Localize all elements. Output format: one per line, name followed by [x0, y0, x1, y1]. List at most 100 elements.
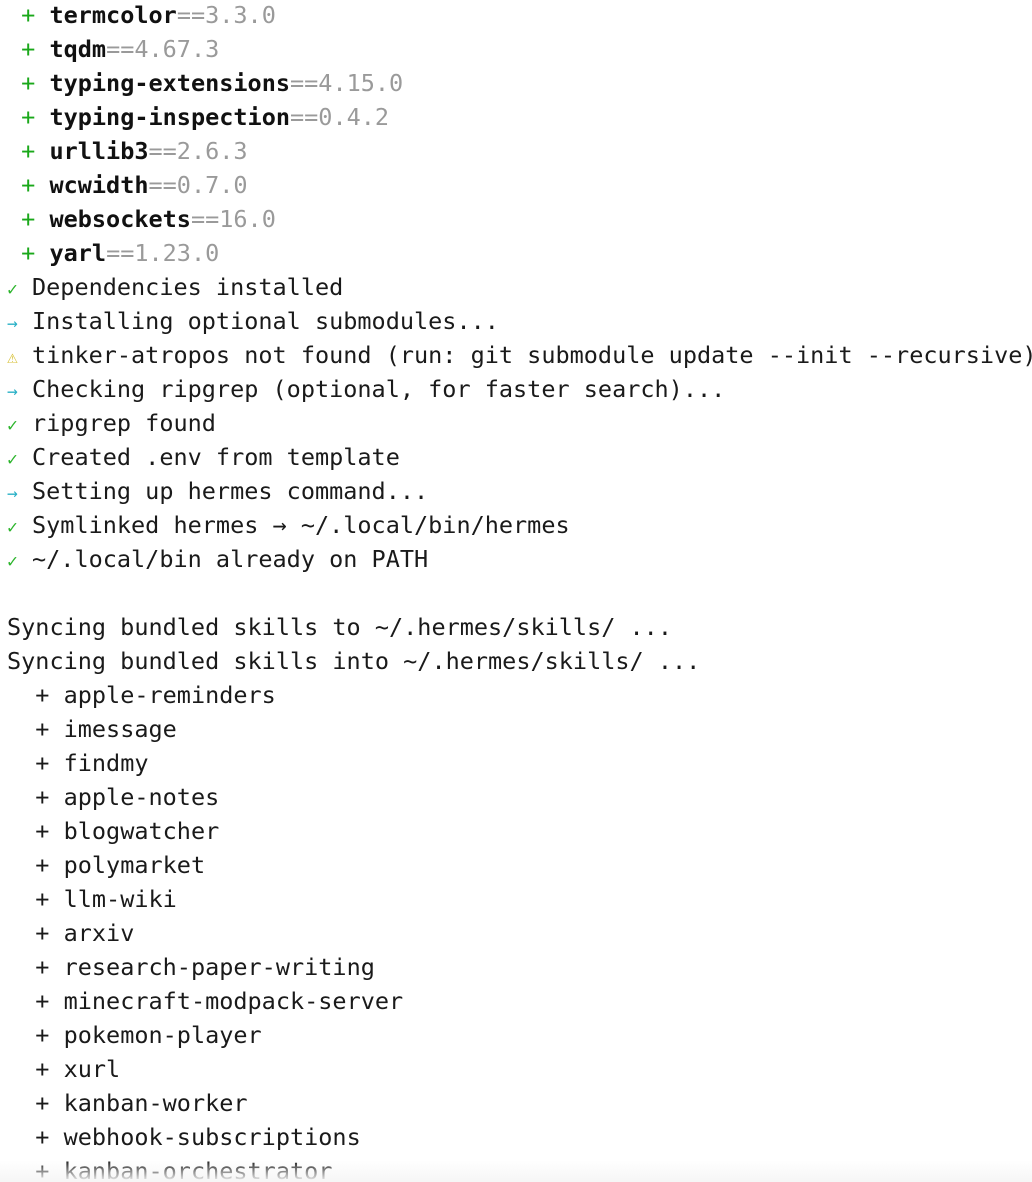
plus-icon: +: [21, 35, 36, 63]
package-line: + yarl==1.23.0: [7, 236, 1032, 270]
skill-line: + polymarket: [7, 848, 1032, 882]
check-icon: ✓: [7, 517, 18, 538]
status-text: ripgrep found: [32, 409, 216, 437]
status-line: → Setting up hermes command...: [7, 474, 1032, 508]
package-version: ==16.0: [190, 205, 276, 233]
check-icon: ✓: [7, 449, 18, 470]
skill-line: + minecraft-modpack-server: [7, 984, 1032, 1018]
skill-name: xurl: [63, 1055, 121, 1083]
status-text: Setting up hermes command...: [32, 477, 429, 505]
plus-icon: +: [21, 69, 36, 97]
plus-icon: +: [35, 749, 50, 777]
skill-name: minecraft-modpack-server: [63, 987, 404, 1015]
status-line: ✓ Created .env from template: [7, 440, 1032, 474]
package-name: wcwidth: [49, 171, 149, 199]
skill-name: pokemon-player: [63, 1021, 262, 1049]
skill-line: + apple-notes: [7, 780, 1032, 814]
package-name: termcolor: [49, 1, 177, 29]
skill-name: findmy: [63, 749, 149, 777]
check-icon: ✓: [7, 415, 18, 436]
plus-icon: +: [35, 851, 50, 879]
bottom-fade: [0, 1160, 1032, 1182]
status-text: tinker-atropos not found (run: git submo…: [32, 341, 1032, 369]
plus-icon: +: [21, 171, 36, 199]
package-line: + wcwidth==0.7.0: [7, 168, 1032, 202]
plus-icon: +: [35, 783, 50, 811]
package-name: yarl: [49, 239, 107, 267]
plus-icon: +: [21, 205, 36, 233]
status-line: ✓ Dependencies installed: [7, 270, 1032, 304]
package-name: tqdm: [49, 35, 107, 63]
skill-name: llm-wiki: [63, 885, 177, 913]
skill-name: webhook-subscriptions: [63, 1123, 361, 1151]
skill-line: + apple-reminders: [7, 678, 1032, 712]
check-icon: ✓: [7, 279, 18, 300]
arrow-right-icon: →: [7, 313, 18, 334]
plus-icon: +: [35, 953, 50, 981]
plus-icon: +: [35, 1123, 50, 1151]
skill-name: arxiv: [63, 919, 135, 947]
package-version: ==1.23.0: [106, 239, 220, 267]
skill-line: + webhook-subscriptions: [7, 1120, 1032, 1154]
skill-line: + pokemon-player: [7, 1018, 1032, 1052]
package-line: + termcolor==3.3.0: [7, 0, 1032, 32]
status-line: ⚠ tinker-atropos not found (run: git sub…: [7, 338, 1032, 372]
package-name: websockets: [49, 205, 191, 233]
plus-icon: +: [35, 885, 50, 913]
skill-line: + imessage: [7, 712, 1032, 746]
skill-line: + xurl: [7, 1052, 1032, 1086]
package-line: + typing-inspection==0.4.2: [7, 100, 1032, 134]
plus-icon: +: [21, 239, 36, 267]
status-text: ~/.local/bin already on PATH: [32, 545, 429, 573]
package-line: + websockets==16.0: [7, 202, 1032, 236]
skill-name: apple-notes: [63, 783, 220, 811]
plus-icon: +: [35, 1055, 50, 1083]
status-text: Dependencies installed: [32, 273, 344, 301]
skill-name: research-paper-writing: [63, 953, 375, 981]
arrow-right-icon: →: [7, 381, 18, 402]
package-name: urllib3: [49, 137, 149, 165]
skill-line: + arxiv: [7, 916, 1032, 950]
status-text: Symlinked hermes → ~/.local/bin/hermes: [32, 511, 570, 539]
status-line: ✓ ~/.local/bin already on PATH: [7, 542, 1032, 576]
package-version: ==4.67.3: [106, 35, 220, 63]
status-line: ✓ Symlinked hermes → ~/.local/bin/hermes: [7, 508, 1032, 542]
skill-name: polymarket: [63, 851, 206, 879]
plus-icon: +: [21, 103, 36, 131]
package-line: + tqdm==4.67.3: [7, 32, 1032, 66]
package-version: ==0.7.0: [148, 171, 248, 199]
plus-icon: +: [35, 681, 50, 709]
check-icon: ✓: [7, 551, 18, 572]
blank-line: [7, 576, 1032, 610]
plus-icon: +: [35, 1021, 50, 1049]
status-line: ✓ ripgrep found: [7, 406, 1032, 440]
plus-icon: +: [35, 715, 50, 743]
terminal-output: + termcolor==3.3.0 + tqdm==4.67.3 + typi…: [7, 0, 1032, 1182]
skill-name: apple-reminders: [63, 681, 276, 709]
package-version: ==3.3.0: [176, 1, 276, 29]
warning-icon: ⚠: [7, 347, 18, 368]
skill-line: + llm-wiki: [7, 882, 1032, 916]
status-text: Created .env from template: [32, 443, 400, 471]
package-version: ==0.4.2: [290, 103, 390, 131]
skill-line: + kanban-worker: [7, 1086, 1032, 1120]
plus-icon: +: [21, 137, 36, 165]
package-name: typing-extensions: [49, 69, 290, 97]
plus-icon: +: [35, 987, 50, 1015]
arrow-right-icon: →: [7, 483, 18, 504]
package-version: ==2.6.3: [148, 137, 248, 165]
package-version: ==4.15.0: [290, 69, 404, 97]
sync-line: Syncing bundled skills into ~/.hermes/sk…: [7, 647, 701, 675]
package-name: typing-inspection: [49, 103, 290, 131]
skill-line: + blogwatcher: [7, 814, 1032, 848]
plus-icon: +: [35, 919, 50, 947]
package-line: + urllib3==2.6.3: [7, 134, 1032, 168]
skill-name: kanban-worker: [63, 1089, 248, 1117]
plus-icon: +: [35, 1089, 50, 1117]
status-line: → Checking ripgrep (optional, for faster…: [7, 372, 1032, 406]
skill-name: imessage: [63, 715, 177, 743]
plus-icon: +: [21, 1, 36, 29]
sync-line: Syncing bundled skills to ~/.hermes/skil…: [7, 613, 672, 641]
package-line: + typing-extensions==4.15.0: [7, 66, 1032, 100]
